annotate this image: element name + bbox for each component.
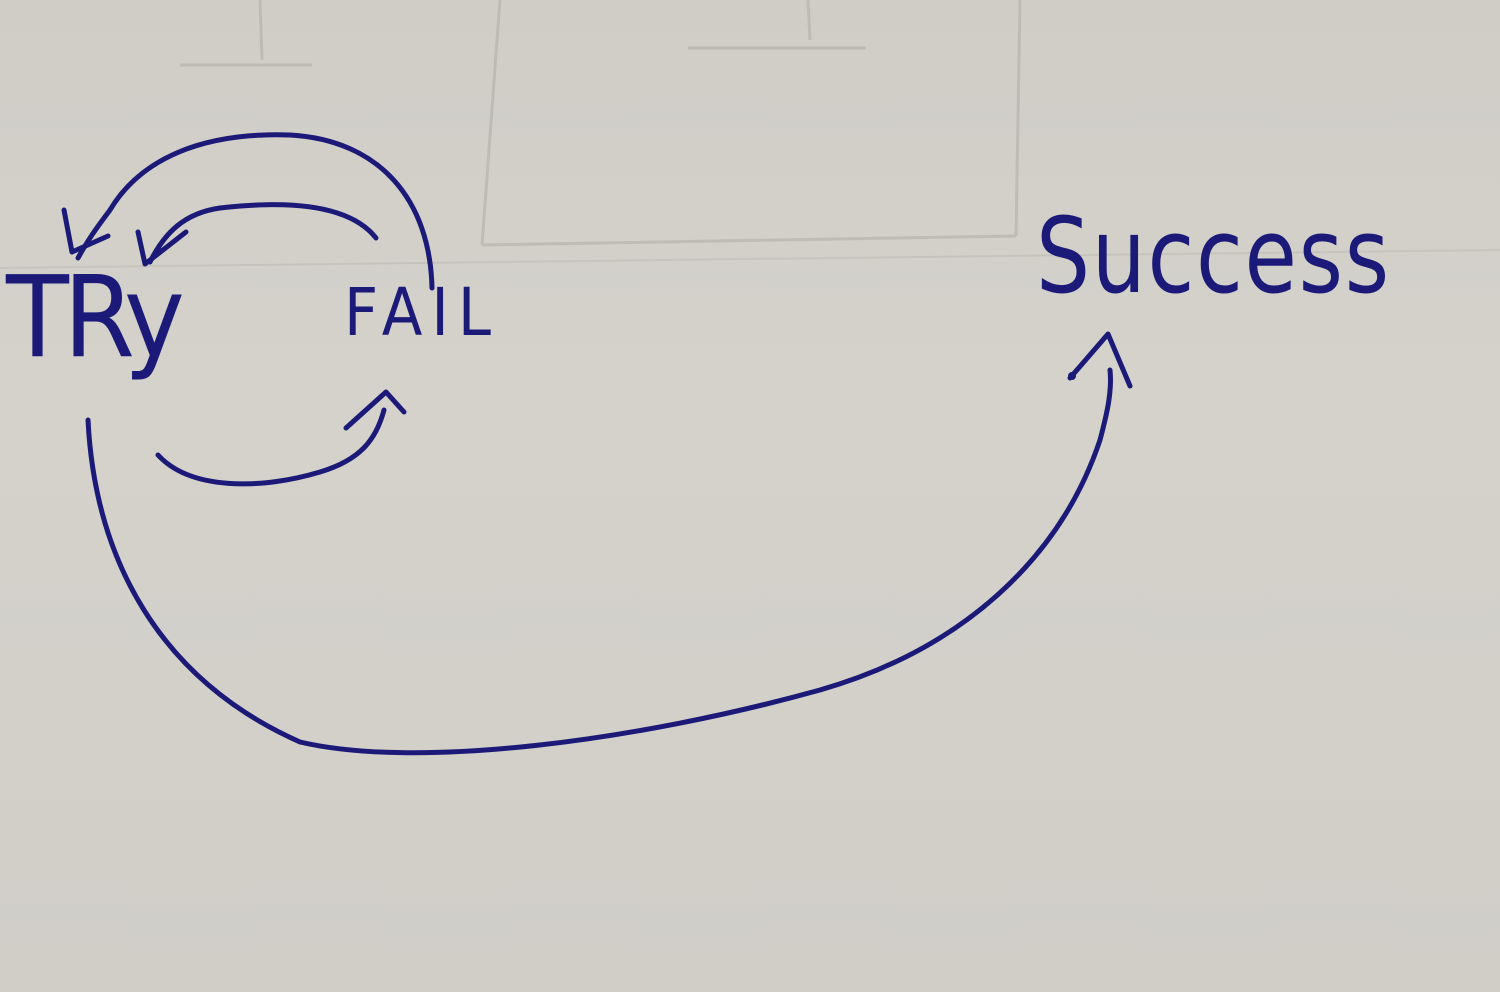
node-fail-label: FAIL (344, 274, 500, 351)
pencil-line (481, 234, 1017, 247)
ink-arrows (61, 132, 1133, 756)
arrowhead-try-outer (61, 207, 111, 255)
pencil-line (0, 249, 1500, 269)
pencil-table-lines (0, 0, 1500, 269)
arrowhead-success (1067, 331, 1133, 389)
arrow-fail-to-try-outer (75, 132, 435, 291)
arrow-try-to-success (85, 367, 1113, 756)
pencil-line (1014, 0, 1022, 237)
pencil-line (480, 0, 502, 246)
pencil-line (806, 0, 812, 41)
node-success-label: Success (1036, 195, 1391, 317)
arrowhead-try-inner (135, 229, 189, 267)
ink-dot (1068, 372, 1076, 380)
arrow-try-to-fail (155, 407, 387, 487)
pencil-line (258, 0, 264, 61)
node-try-label: TRy (6, 253, 185, 383)
arrowhead-fail (343, 389, 407, 431)
arrow-fail-to-try-inner (147, 202, 379, 265)
